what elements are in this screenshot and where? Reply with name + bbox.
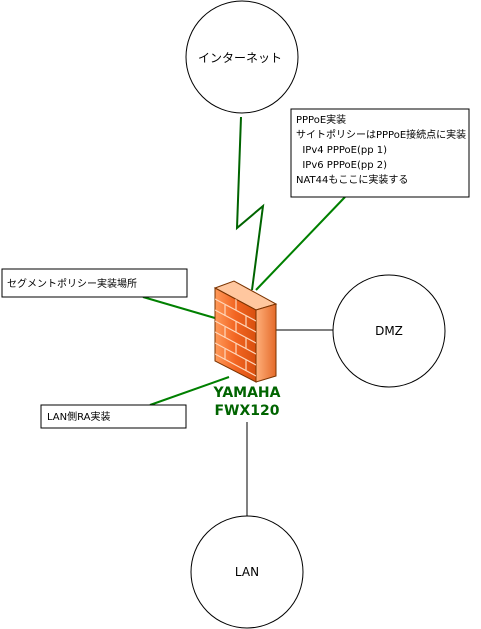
node-internet: インターネット [185,0,299,114]
pointer-pppoe [255,196,346,291]
pointer-lan-ra [149,376,230,406]
callout-pppoe-line-2: サイトポリシーはPPPoE接続点に実装 [296,128,466,141]
link-internet-wan [235,116,265,291]
node-lan-label: LAN [235,565,259,579]
node-internet-label: インターネット [198,51,282,65]
callout-lan-ra-text: LAN側RA実装 [47,410,111,423]
device-model-label: FWX120 [214,403,279,419]
device-vendor-label: YAMAHA [213,385,281,401]
callout-pppoe: PPPoE実装 サイトポリシーはPPPoE接続点に実装 IPv4 PPPoE(p… [290,108,470,198]
callout-pppoe-line-3: IPv4 PPPoE(pp 1) [296,145,387,156]
node-dmz-label: DMZ [375,324,403,338]
node-lan: LAN [190,515,304,629]
callout-pppoe-line-4: IPv6 PPPoE(pp 2) [296,160,387,171]
callout-segment-policy: セグメントポリシー実装場所 [1,268,188,298]
callout-lan-ra: LAN側RA実装 [40,404,187,429]
callout-pppoe-line-5: NAT44もここに実装する [296,173,408,186]
node-dmz: DMZ [332,274,446,388]
callout-segment-policy-text: セグメントポリシー実装場所 [7,277,137,290]
firewall-icon [213,280,278,383]
callout-pppoe-line-1: PPPoE実装 [296,113,346,126]
